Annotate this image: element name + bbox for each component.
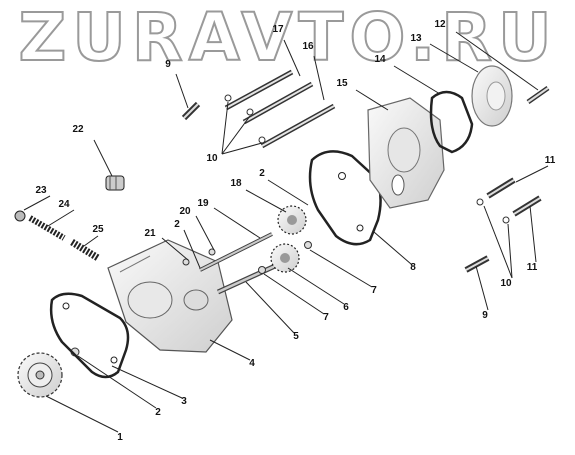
bolt-upper-part <box>181 101 201 121</box>
callout-c11b: 11 <box>527 262 538 273</box>
callout-c13: 13 <box>410 33 422 44</box>
upper-shaft-part <box>182 232 273 272</box>
callout-c9b: 9 <box>482 310 488 321</box>
callout-c15: 15 <box>336 78 348 89</box>
callout-c20: 20 <box>179 206 191 217</box>
callout-c4: 4 <box>249 358 255 369</box>
callout-c14: 14 <box>374 54 386 65</box>
middle-gasket-part <box>308 150 382 246</box>
front-gasket-part <box>49 292 130 379</box>
callout-c3: 3 <box>181 396 187 407</box>
callout-c18: 18 <box>230 178 242 189</box>
long-studs-part <box>224 69 336 149</box>
drive-gear-part <box>17 352 63 398</box>
callout-c10b: 10 <box>500 278 512 289</box>
pump-housing-part <box>107 239 233 353</box>
driven-gear-part <box>258 241 312 274</box>
callout-c21: 21 <box>144 228 156 239</box>
callout-c23: 23 <box>35 185 47 196</box>
callout-c1: 1 <box>117 432 123 443</box>
callout-c9a: 9 <box>165 59 171 70</box>
callout-c25: 25 <box>92 224 104 235</box>
leader-lines <box>23 31 549 433</box>
cover-bolt-part <box>526 85 550 105</box>
right-bolts-part <box>464 177 542 273</box>
callout-c5: 5 <box>293 331 299 342</box>
drive-shaft-part <box>216 263 277 295</box>
callout-c16: 16 <box>302 41 314 52</box>
callout-c22: 22 <box>72 124 84 135</box>
drive-gear-upper-part <box>277 205 307 235</box>
callout-c6: 6 <box>343 302 349 313</box>
rear-housing-part <box>367 97 445 209</box>
callout-c17: 17 <box>272 24 284 35</box>
callout-labels: 1234567789910101111121314151617181920212… <box>35 19 555 443</box>
rear-cover-part <box>471 65 513 127</box>
callout-c19: 19 <box>197 198 209 209</box>
callout-c2b: 2 <box>174 219 180 230</box>
callout-c12: 12 <box>434 19 446 30</box>
callout-c2a: 2 <box>155 407 161 418</box>
callout-c2c: 2 <box>259 168 265 179</box>
callout-c10a: 10 <box>206 153 218 164</box>
valve-parts <box>14 210 100 261</box>
rear-gasket-part <box>429 90 474 154</box>
callout-c7b: 7 <box>371 285 377 296</box>
callout-c24: 24 <box>58 199 70 210</box>
callout-c8: 8 <box>410 262 416 273</box>
plug-part <box>105 175 125 191</box>
callout-c7a: 7 <box>323 312 329 323</box>
callout-c11a: 11 <box>545 155 556 166</box>
